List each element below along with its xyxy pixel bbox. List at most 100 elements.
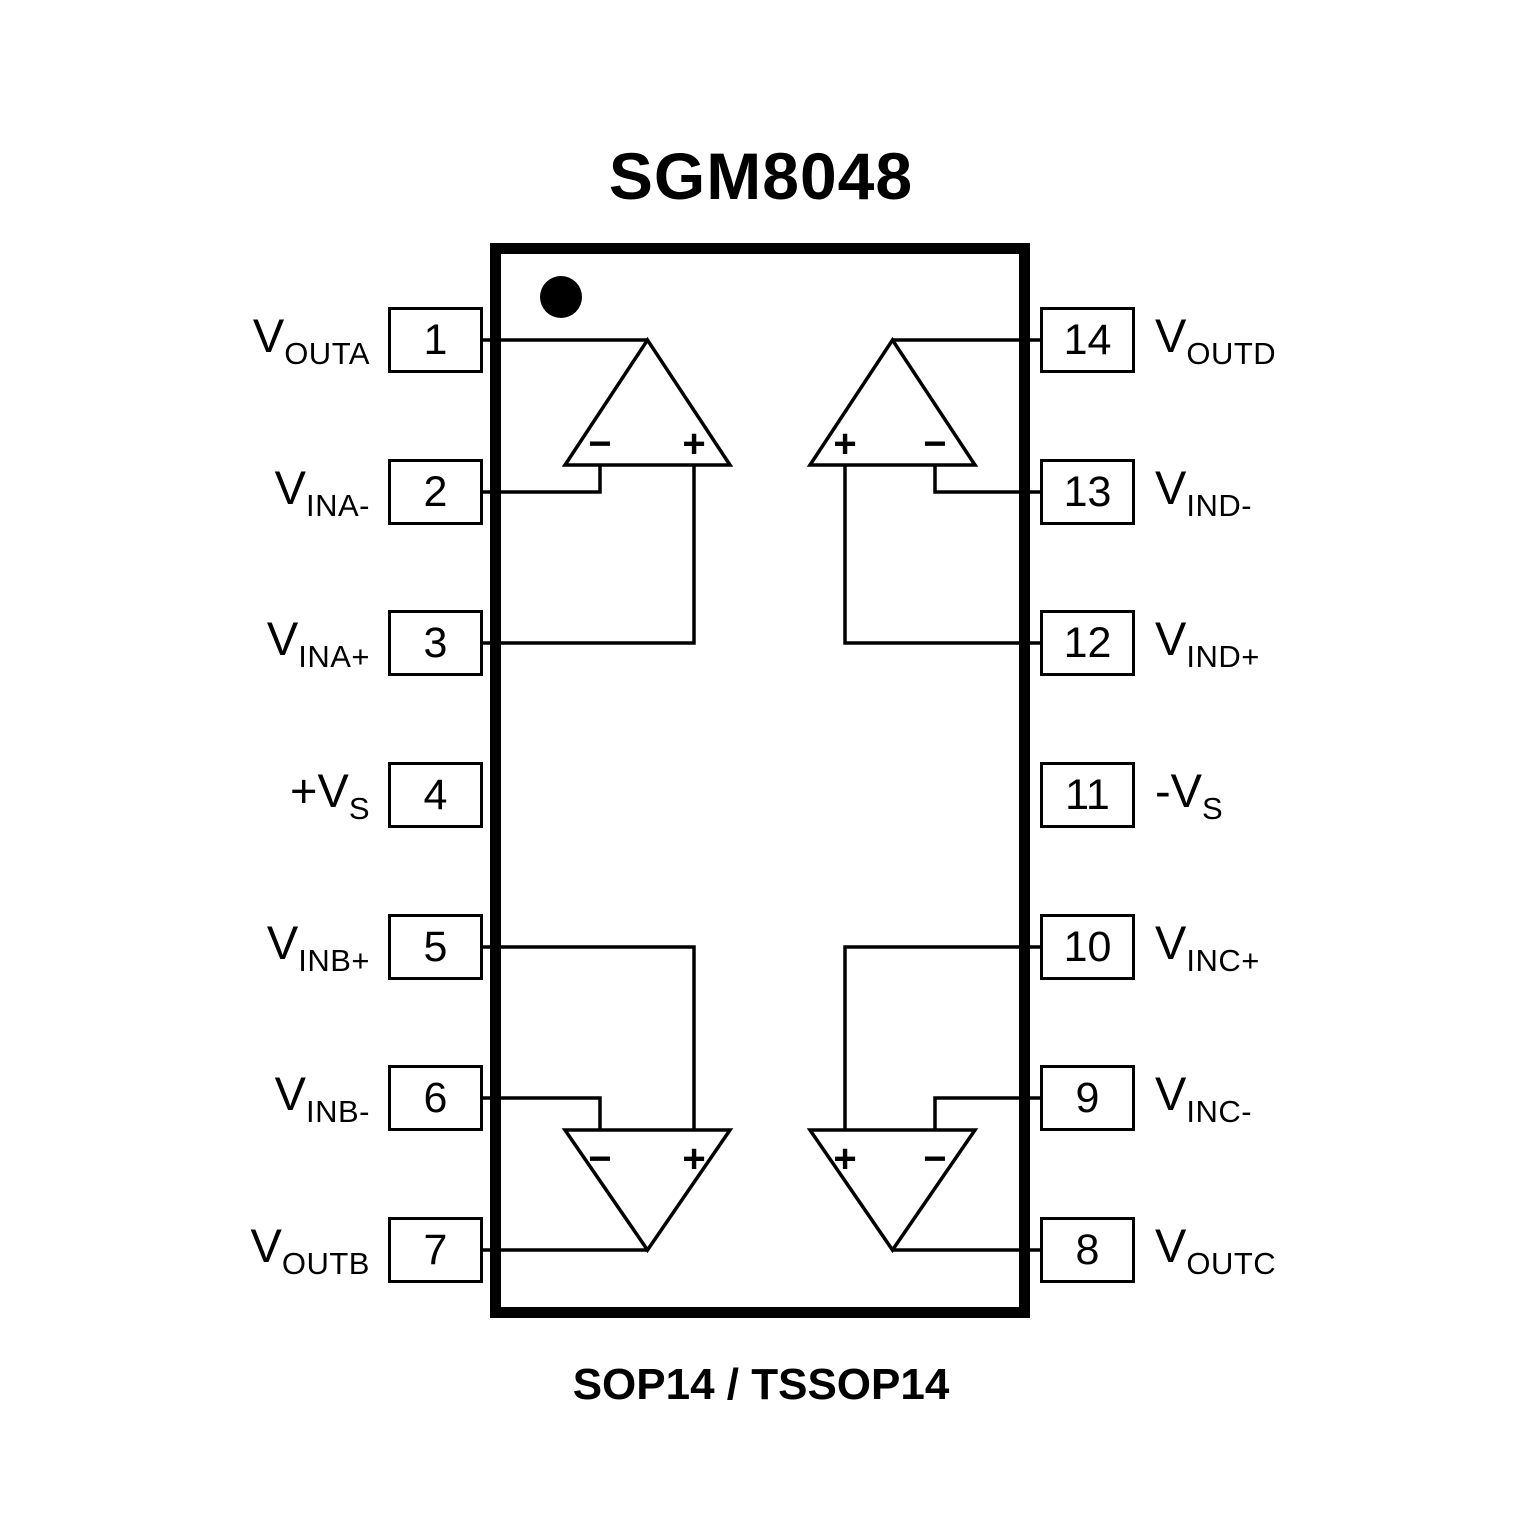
opamp-b-pos-label: +	[682, 1137, 705, 1181]
pin-14-name: V	[1155, 308, 1187, 362]
pin-12-label: VIND+	[1155, 615, 1260, 672]
pin-8-number: 8	[1075, 1225, 1100, 1274]
pin-11-name-sub: S	[1202, 790, 1224, 826]
pin-13-label: VIND-	[1155, 464, 1252, 521]
pin-row-9: 9 VINC-	[1040, 1065, 1400, 1131]
pin-4-name-sub: S	[348, 790, 370, 826]
pin-row-1: VOUTA 1	[140, 307, 483, 373]
opamp-a-neg-label: −	[588, 422, 611, 466]
pin-8-name-sub: OUTC	[1186, 1245, 1277, 1281]
pin-14-name-sub: OUTD	[1186, 335, 1277, 371]
pin-4-name: +V	[290, 763, 349, 817]
opamp-a-triangle	[561, 336, 734, 467]
pin-8-label: VOUTC	[1155, 1222, 1276, 1279]
pin-5-box: 5	[388, 914, 483, 980]
wire-pin5	[481, 945, 696, 1130]
pin-13-name: V	[1155, 460, 1187, 514]
pin-1-box: 1	[388, 307, 483, 373]
pin-6-box: 6	[388, 1065, 483, 1131]
chip-title: SGM8048	[608, 139, 914, 213]
pin-6-name: V	[274, 1066, 306, 1120]
pin-row-13: 13 VIND-	[1040, 459, 1400, 525]
pin-4-label: +VS	[290, 767, 370, 824]
pin-12-name-sub: IND+	[1186, 638, 1260, 674]
pin-1-number: 1	[423, 315, 448, 364]
pin-6-name-sub: INB-	[306, 1093, 370, 1129]
pin-6-label: VINB-	[275, 1070, 370, 1127]
pin-10-label: VINC+	[1155, 919, 1260, 976]
pin-7-label: VOUTB	[251, 1222, 370, 1279]
wire-pin6	[481, 1096, 602, 1130]
opamp-d-neg-label: −	[923, 422, 946, 466]
wires	[481, 338, 1044, 1252]
pin-13-box: 13	[1040, 459, 1135, 525]
pin-5-label: VINB+	[267, 919, 370, 976]
pin-13-number: 13	[1063, 467, 1112, 516]
pin1-indicator-dot	[540, 276, 582, 318]
pin-row-3: VINA+ 3	[140, 610, 483, 676]
pin-row-5: VINB+ 5	[140, 914, 483, 980]
pin-2-label: VINA-	[275, 464, 370, 521]
wire-pin13	[933, 465, 1044, 494]
pin-13-name-sub: IND-	[1186, 487, 1253, 523]
pin-1-name: V	[252, 308, 285, 362]
pin-4-number: 4	[423, 770, 448, 819]
opamp-c-triangle	[806, 1128, 979, 1254]
pin-9-label: VINC-	[1155, 1070, 1252, 1127]
pin-1-label: VOUTA	[253, 312, 370, 369]
pin-5-number: 5	[423, 922, 448, 971]
pin-5-name: V	[266, 915, 299, 969]
package-label: SOP14 / TSSOP14	[572, 1360, 950, 1409]
pin-12-number: 12	[1063, 618, 1112, 667]
pin-2-name: V	[274, 460, 306, 514]
pin-row-7: VOUTB 7	[140, 1217, 483, 1283]
pin-4-box: 4	[388, 762, 483, 828]
pin-11-label: -VS	[1155, 767, 1223, 824]
opamp-d-pos-label: +	[833, 422, 856, 466]
pin-3-box: 3	[388, 610, 483, 676]
pin-3-name-sub: INA+	[298, 638, 370, 674]
wire-pin3	[481, 465, 696, 645]
pin-7-name: V	[250, 1218, 282, 1272]
pin-11-number: 11	[1065, 770, 1110, 819]
pin-11-name: -V	[1155, 763, 1202, 817]
opamp-c-neg-label: −	[923, 1137, 946, 1181]
opamp-c-pos-label: +	[833, 1137, 856, 1181]
pin-8-name: V	[1155, 1218, 1187, 1272]
pin-9-name-sub: INC-	[1186, 1093, 1253, 1129]
pin-row-14: 14 VOUTD	[1040, 307, 1400, 373]
pin-2-name-sub: INA-	[306, 487, 370, 523]
pin-2-box: 2	[388, 459, 483, 525]
pin-9-name: V	[1155, 1066, 1187, 1120]
pin-row-6: VINB- 6	[140, 1065, 483, 1131]
wire-pin10	[843, 945, 1044, 1130]
pin-10-name: V	[1155, 915, 1187, 969]
wire-pin9	[933, 1096, 1044, 1130]
pin-11-box: 11	[1040, 762, 1135, 828]
wire-pin2	[481, 465, 602, 494]
pin-3-name: V	[266, 611, 299, 665]
pin-row-12: 12 VIND+	[1040, 610, 1400, 676]
opamp-a-pos-label: +	[682, 422, 705, 466]
opamp-triangles	[561, 336, 979, 1254]
pin-2-number: 2	[423, 467, 448, 516]
pin-row-2: VINA- 2	[140, 459, 483, 525]
pin-row-10: 10 VINC+	[1040, 914, 1400, 980]
opamp-b-neg-label: −	[588, 1137, 611, 1181]
opamp-b-triangle	[561, 1128, 734, 1254]
pin-6-number: 6	[423, 1073, 448, 1122]
pin-9-number: 9	[1075, 1073, 1100, 1122]
pin-8-box: 8	[1040, 1217, 1135, 1283]
pin-row-4: +VS 4	[140, 762, 483, 828]
pin-10-name-sub: INC+	[1186, 942, 1260, 978]
pin-3-label: VINA+	[267, 615, 370, 672]
pin-14-number: 14	[1063, 315, 1112, 364]
pin-10-number: 10	[1063, 922, 1112, 971]
pin-row-8: 8 VOUTC	[1040, 1217, 1400, 1283]
wire-pin12	[843, 465, 1044, 645]
pin-14-box: 14	[1040, 307, 1135, 373]
pin-7-number: 7	[423, 1225, 448, 1274]
pin-5-name-sub: INB+	[298, 942, 370, 978]
